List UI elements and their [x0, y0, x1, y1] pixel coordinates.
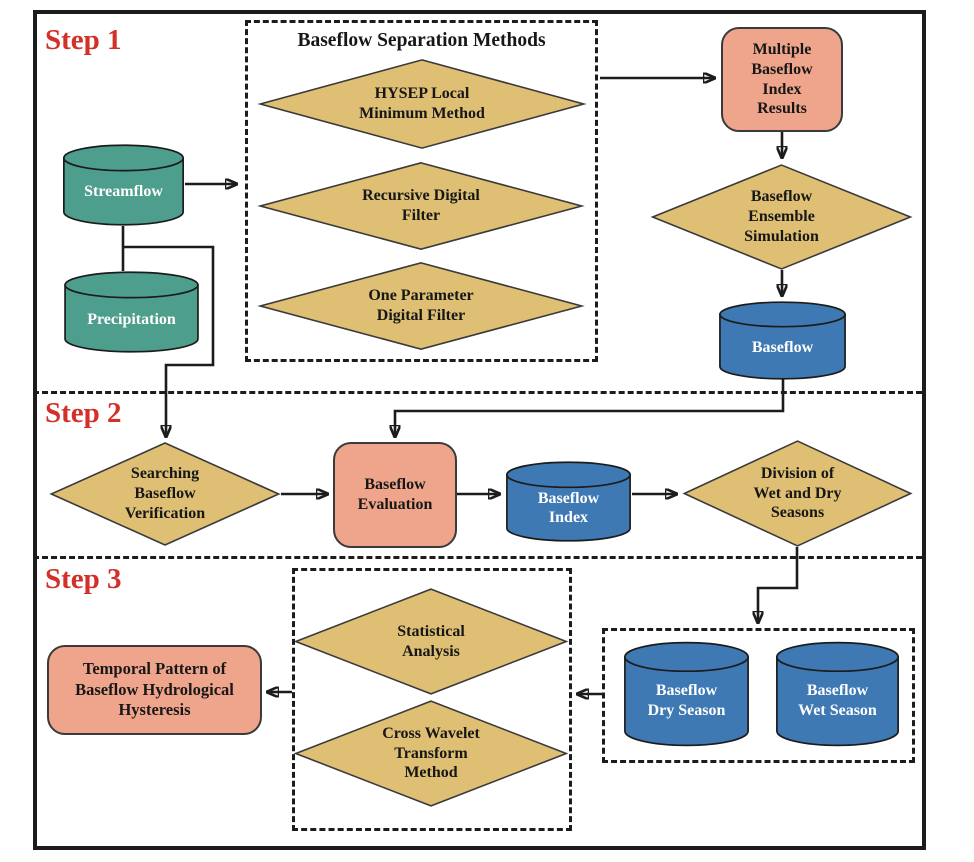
diamond-icon [293, 700, 569, 807]
node-recursive-digital-filter: Recursive Digital Filter [257, 162, 585, 250]
dry-wet-group [602, 628, 915, 763]
node-streamflow: Streamflow [62, 144, 185, 226]
node-temporal-pattern-hysteresis: Temporal Pattern of Baseflow Hydrologica… [47, 645, 262, 735]
separation-methods-title: Baseflow Separation Methods [297, 30, 546, 51]
diamond-icon [257, 262, 585, 350]
node-statistical-analysis: Statistical Analysis [293, 588, 569, 695]
node-baseflow-ensemble-simulation: Baseflow Ensemble Simulation [650, 164, 913, 270]
node-label: Multiple Baseflow Index Results [751, 40, 813, 118]
node-division-wet-dry-seasons: Division of Wet and Dry Seasons [682, 440, 913, 547]
node-searching-baseflow-verification: Searching Baseflow Verification [49, 442, 281, 546]
node-label: Baseflow Ensemble Simulation [744, 188, 819, 245]
node-label: Baseflow [751, 338, 814, 356]
diamond-icon [650, 164, 913, 270]
node-label: Temporal Pattern of Baseflow Hydrologica… [75, 659, 234, 720]
node-label: Baseflow Wet Season [798, 682, 877, 719]
diamond-icon [257, 162, 585, 250]
node-label: HYSEP Local Minimum Method [359, 85, 485, 122]
node-label: Baseflow Index [537, 489, 600, 527]
node-baseflow-wet-season: Baseflow Wet Season [775, 641, 900, 747]
node-baseflow-evaluation: Baseflow Evaluation [333, 442, 457, 548]
node-label: Baseflow Evaluation [357, 476, 433, 513]
edge-inputs-to-searching [123, 245, 215, 436]
node-baseflow-index: Baseflow Index [505, 461, 632, 542]
step-2-label: Step 2 [45, 397, 122, 429]
node-precipitation: Precipitation [63, 271, 200, 353]
diamond-icon [293, 588, 569, 695]
diamond-icon [257, 59, 587, 149]
separation-methods-group: Baseflow Separation Methods [245, 20, 598, 362]
node-label: One Parameter Digital Filter [368, 287, 474, 324]
cylinder-icon [623, 641, 750, 747]
node-label: Precipitation [87, 310, 176, 328]
diamond-icon [682, 440, 913, 547]
node-label: Division of Wet and Dry Seasons [753, 464, 842, 522]
edge-baseflow-to-evaluation [395, 379, 785, 436]
node-cross-wavelet-transform: Cross Wavelet Transform Method [293, 700, 569, 807]
step-3-label: Step 3 [45, 563, 122, 595]
diamond-icon [49, 442, 281, 546]
cylinder-icon [775, 641, 900, 747]
edge-division-to-dry-wet [758, 547, 799, 622]
node-label: Streamflow [84, 182, 163, 200]
node-label: Baseflow Dry Season [647, 682, 726, 719]
node-hysep-local-minimum: HYSEP Local Minimum Method [257, 59, 587, 149]
cylinder-icon [62, 144, 185, 226]
node-one-parameter-digital-filter: One Parameter Digital Filter [257, 262, 585, 350]
node-baseflow-dry-season: Baseflow Dry Season [623, 641, 750, 747]
step1-step2-divider [33, 391, 922, 394]
node-label: Searching Baseflow Verification [124, 465, 206, 522]
node-label: Recursive Digital Filter [362, 187, 480, 224]
cylinder-icon [505, 461, 632, 542]
node-multiple-baseflow-index-results: Multiple Baseflow Index Results [721, 27, 843, 132]
cylinder-icon [718, 301, 847, 380]
step-1-label: Step 1 [45, 24, 122, 56]
step3-methods-group [292, 568, 572, 831]
cylinder-icon [63, 271, 200, 353]
step2-step3-divider [33, 556, 922, 559]
node-label: Statistical Analysis [397, 622, 465, 660]
node-label: Cross Wavelet Transform Method [382, 724, 480, 782]
node-baseflow: Baseflow [718, 301, 847, 380]
outer-border [33, 10, 926, 850]
